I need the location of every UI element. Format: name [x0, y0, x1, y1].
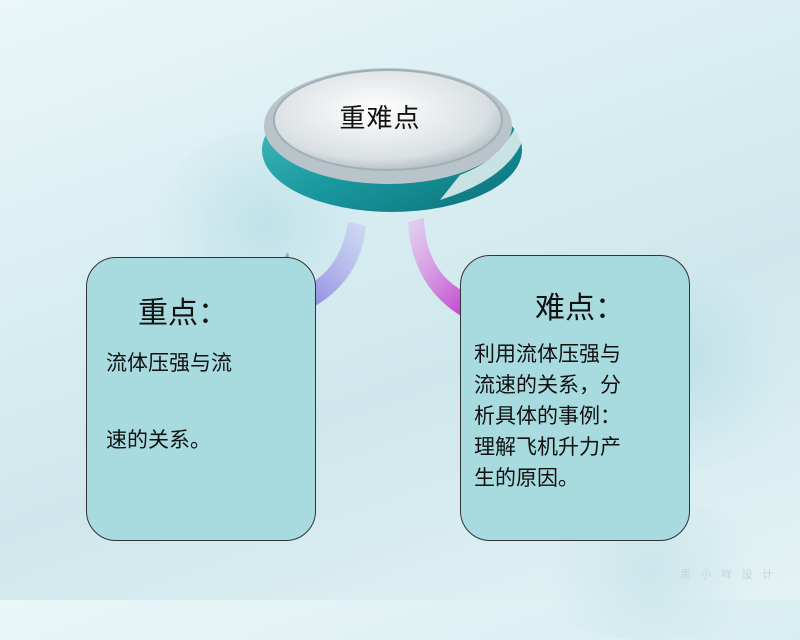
- diagram-graphics: [250, 68, 522, 344]
- title-disc: [262, 68, 522, 212]
- difficult-point-text: 利用流体压强与 流速的关系，分 析具体的事例： 理解飞机升力产 生的原因。: [474, 339, 684, 494]
- key-point-line-2: 速的关系。: [106, 428, 211, 452]
- key-point-line-1: 流体压强与流: [106, 351, 232, 375]
- key-point-heading: 重点：: [138, 296, 228, 331]
- key-point-box: [86, 257, 316, 541]
- difficult-point-heading: 难点：: [535, 291, 625, 326]
- difficult-point-box: [460, 255, 690, 541]
- diagram-title: 重难点: [339, 104, 421, 134]
- difficult-point-line: 生的原因。: [474, 466, 579, 490]
- difficult-point-line: 理解飞机升力产: [474, 435, 621, 459]
- difficult-point-line: 利用流体压强与: [474, 342, 621, 366]
- slide: 重难点 重点： 流体压强与流 速的关系。 难点： 利用流体压强与 流速的关系，分…: [86, 68, 800, 640]
- difficult-point-line: 析具体的事例：: [474, 404, 621, 428]
- watermark: 黑 小 咩 设 计: [680, 568, 776, 581]
- difficult-point-line: 流速的关系，分: [474, 373, 621, 397]
